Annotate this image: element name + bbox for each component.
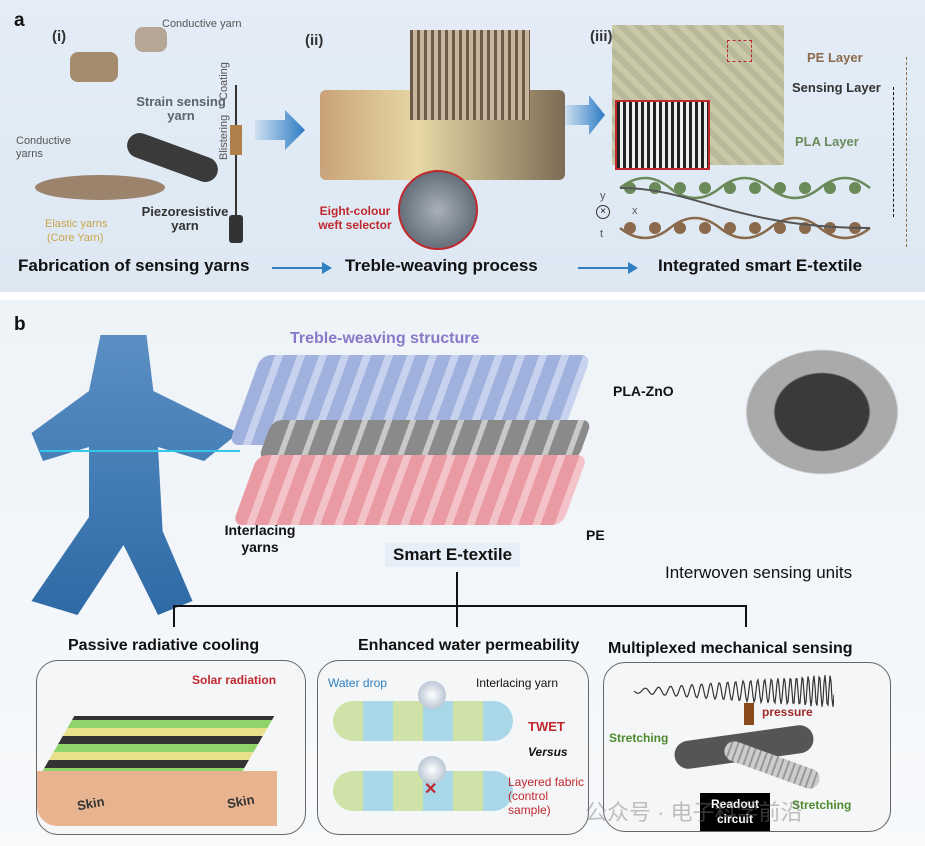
pe-connector: [906, 57, 908, 247]
twet-illustration: [333, 701, 513, 741]
conductive-yarn-label: Conductive yarn: [162, 18, 242, 30]
jacquard-illustration: [410, 30, 530, 120]
interlacing-yarn-label: Interlacing yarn: [476, 676, 559, 690]
signal-wave: [40, 450, 240, 452]
water-drop-icon: [418, 681, 446, 709]
tree-stem: [456, 572, 458, 606]
water-drop-label: Water drop: [328, 676, 387, 690]
fiber-dot: [674, 222, 686, 234]
tree-branch-left: [173, 605, 175, 627]
fiber-dot: [749, 182, 761, 194]
axis-y-label: y: [600, 190, 606, 202]
fiber-dot: [724, 222, 736, 234]
pressure-label: pressure: [762, 705, 813, 719]
control-sample-text: (control sample): [508, 789, 551, 817]
weft-selector-inset: [398, 170, 478, 250]
tree-branch-right: [745, 605, 747, 627]
tree-branch-mid: [456, 605, 458, 627]
readout-circuit: Readout circuit: [700, 793, 770, 831]
tree-bar: [173, 605, 746, 607]
interwoven-units-illustration: [690, 340, 910, 520]
water-box: Water drop Interlacing yarn TWET Versus …: [317, 660, 589, 835]
zoom-region: [727, 40, 752, 62]
fiber-dot: [699, 222, 711, 234]
disc-illustration: [35, 175, 165, 200]
axis-into-page-icon: ×: [596, 205, 610, 219]
conductive-yarns-label: Conductive yarns: [16, 135, 72, 160]
axis-x-label: x: [632, 205, 638, 217]
bobbin: [229, 215, 243, 243]
water-drop-icon-2: [418, 756, 446, 784]
caption-etextile: Integrated smart E-textile: [658, 256, 863, 275]
sub-i-label: (i): [52, 28, 67, 45]
strain-sensing-yarn-label: Strain sensing yarn: [136, 94, 226, 123]
cooling-title: Passive radiative cooling: [68, 637, 260, 654]
skin-block: [37, 771, 277, 826]
sub-ii-label: (ii): [305, 32, 324, 49]
panel-b-label: b: [14, 314, 26, 335]
fiber-dot: [649, 222, 661, 234]
caption-arrow-2: [578, 262, 638, 274]
sensing-title: Multiplexed mechanical sensing: [608, 640, 853, 657]
cooling-box: Solar radiation Skin Skin: [36, 660, 306, 835]
watermark: 公众号 · 电子科学前沿: [585, 800, 803, 825]
nozzle-illustration: [135, 27, 167, 52]
pe-label: PE: [586, 527, 605, 543]
spool-illustration: [70, 52, 118, 82]
core-yarn-label: (Core Yarn): [47, 232, 104, 244]
pe-layer: [232, 455, 588, 525]
fiber-dot: [774, 182, 786, 194]
weft-selector-label: Eight-colour weft selector: [318, 204, 392, 232]
blister-tube: [230, 125, 242, 155]
interlacing-yarns-label: Interlacing yarns: [224, 522, 296, 555]
sensing-yarn-layer: [257, 420, 593, 460]
fiber-dot: [824, 182, 836, 194]
panel-a-label: a: [14, 10, 25, 31]
layered-fabric: [39, 716, 275, 776]
fiber-dot: [624, 222, 636, 234]
caption-weaving: Treble-weaving process: [345, 256, 538, 275]
caption-arrow-1: [272, 262, 332, 274]
signal-waveform: [634, 675, 834, 707]
fiber-dot: [849, 182, 861, 194]
sem-inset: [615, 100, 710, 170]
sensing-box: pressure Stretching Stretching Readout c…: [603, 662, 891, 832]
caption-fabrication: Fabrication of sensing yarns: [18, 256, 250, 275]
weave-cross-section: [619, 176, 871, 240]
fiber-dot: [774, 222, 786, 234]
fiber-dot: [724, 182, 736, 194]
twet-label: TWET: [528, 719, 565, 734]
elastic-yarns-label: Elastic yarns: [45, 218, 108, 230]
stretching-label-1: Stretching: [609, 731, 669, 745]
stretching-label-2: Stretching: [792, 798, 852, 812]
fiber-dot: [799, 182, 811, 194]
pe-layer-label: PE Layer: [807, 50, 863, 65]
sensing-layer-label: Sensing Layer: [792, 80, 881, 95]
layered-fabric-text: Layered fabric: [508, 775, 585, 789]
water-title: Enhanced water permeability: [358, 637, 580, 654]
fiber-dot: [699, 182, 711, 194]
structure-title: Treble-weaving structure: [290, 330, 480, 347]
fiber-dot: [824, 222, 836, 234]
solar-radiation-label: Solar radiation: [192, 673, 277, 687]
smart-etextile-label: Smart E-textile: [385, 543, 521, 567]
piezoresistive-yarn-label: Piezoresistive yarn: [141, 204, 229, 233]
versus-label: Versus: [528, 745, 568, 759]
pla-zno-label: PLA-ZnO: [613, 383, 674, 399]
fiber-dot: [674, 182, 686, 194]
axis-t-label: t: [600, 228, 604, 240]
blocked-x-icon: ✕: [424, 781, 438, 798]
sub-iii-label: (iii): [590, 28, 613, 45]
layered-fabric-label: Layered fabric(control sample): [508, 775, 593, 817]
interwoven-units-label: Interwoven sensing units: [665, 563, 853, 582]
pressure-arrow-icon: [744, 703, 754, 725]
fiber-dot: [749, 222, 761, 234]
pla-layer-label: PLA Layer: [795, 134, 859, 149]
sensing-connector: [893, 87, 895, 217]
